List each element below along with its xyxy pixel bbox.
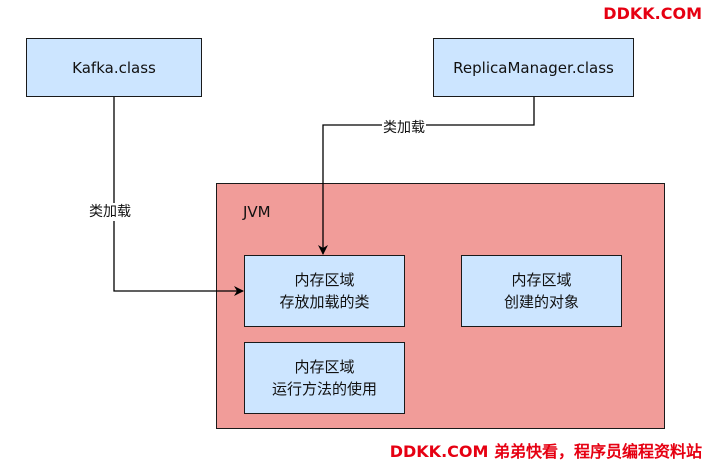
heap-area-box[interactable]: 内存区域 创建的对象: [461, 255, 622, 327]
heap-area-title: 内存区域: [511, 271, 572, 289]
watermark-bottom: DDKK.COM 弟弟快看，程序员编程资料站: [389, 442, 702, 461]
method-area-title: 内存区域: [294, 271, 355, 289]
method-area-desc: 存放加载的类: [279, 293, 370, 311]
kafka-load-arrow: [113, 97, 244, 296]
method-area-box[interactable]: 内存区域 存放加载的类: [244, 255, 405, 327]
kafka-load-label: 类加载: [88, 203, 132, 221]
replica-load-label: 类加载: [382, 119, 426, 137]
replica-manager-class-box[interactable]: ReplicaManager.class: [433, 38, 634, 97]
kafka-class-box[interactable]: Kafka.class: [26, 38, 202, 97]
stack-area-title: 内存区域: [294, 358, 355, 376]
replica-manager-class-label: ReplicaManager.class: [453, 58, 614, 77]
stack-area-box[interactable]: 内存区域 运行方法的使用: [244, 342, 405, 414]
stack-area-desc: 运行方法的使用: [271, 380, 377, 398]
jvm-label: JVM: [243, 203, 271, 221]
kafka-class-label: Kafka.class: [72, 58, 156, 77]
heap-area-desc: 创建的对象: [503, 293, 579, 311]
replica-load-arrow: [318, 97, 535, 255]
watermark-top: DDKK.COM: [603, 4, 702, 23]
